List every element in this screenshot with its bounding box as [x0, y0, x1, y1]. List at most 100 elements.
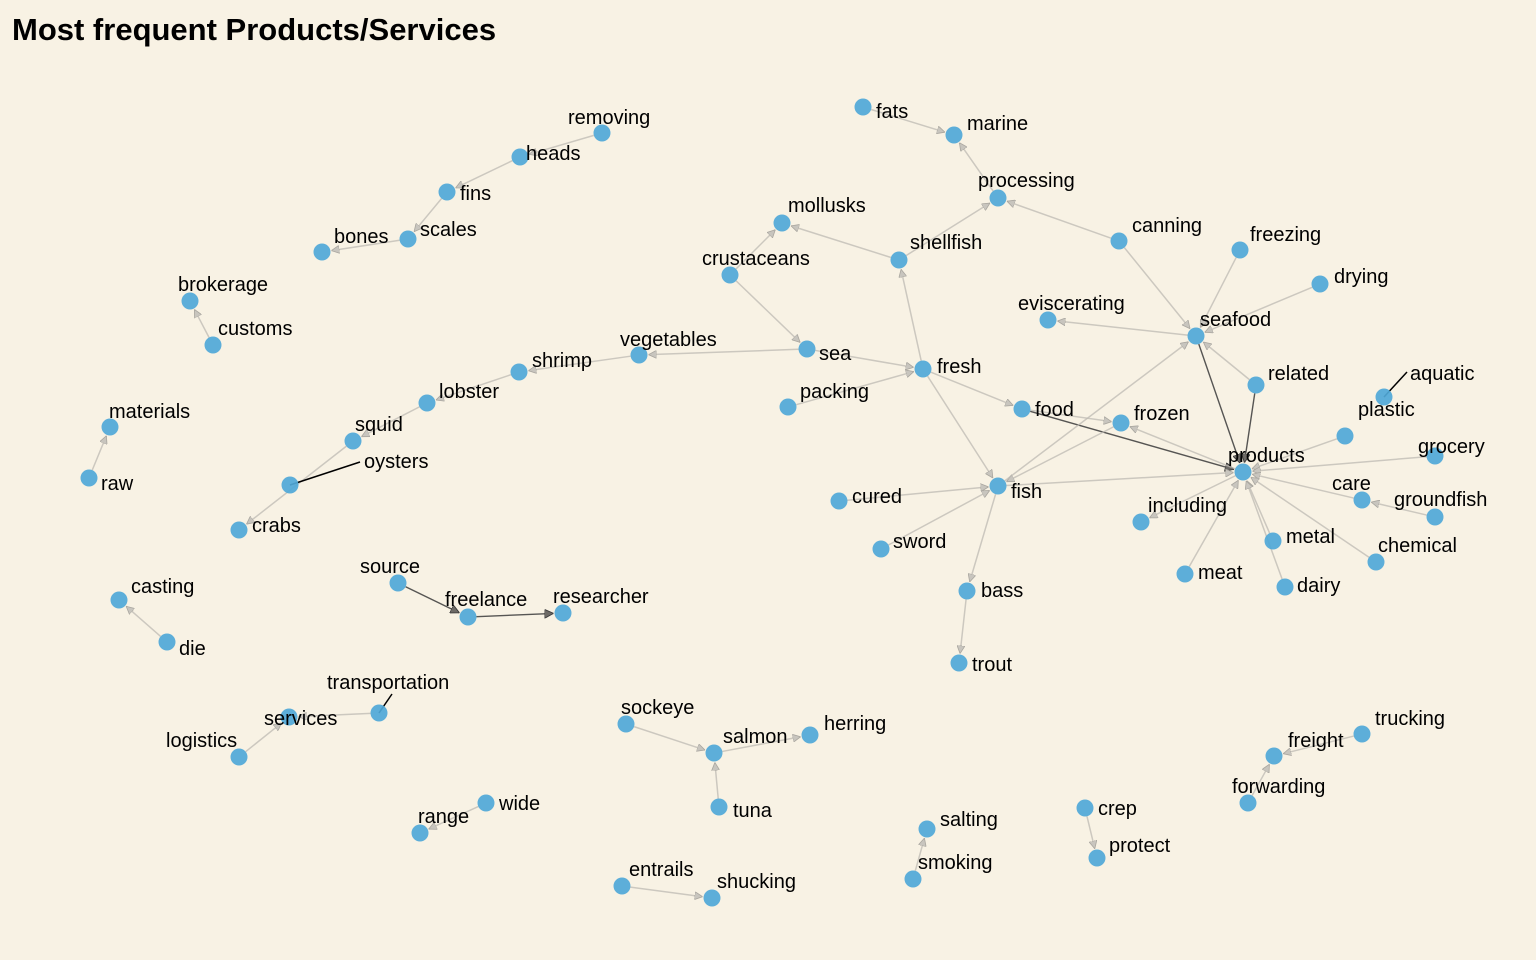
node-mollusks[interactable] [773, 214, 791, 232]
node-lobster[interactable] [418, 394, 436, 412]
node-shrimp[interactable] [510, 363, 528, 381]
node-dairy[interactable] [1276, 578, 1294, 596]
node-bones[interactable] [313, 243, 331, 261]
node-researcher[interactable] [554, 604, 572, 622]
node-fins[interactable] [438, 183, 456, 201]
node-label-crustaceans: crustaceans [702, 248, 810, 270]
node-label-grocery: grocery [1418, 436, 1485, 458]
node-label-herring: herring [824, 713, 886, 735]
node-groundfish[interactable] [1426, 508, 1444, 526]
edge-salmon-to-herring [722, 737, 800, 753]
node-trout[interactable] [950, 654, 968, 672]
node-label-sword: sword [893, 531, 946, 553]
node-label-trout: trout [972, 654, 1012, 676]
node-materials[interactable] [101, 418, 119, 436]
node-label-food: food [1035, 399, 1074, 421]
node-canning[interactable] [1110, 232, 1128, 250]
node-salting[interactable] [918, 820, 936, 838]
node-including[interactable] [1132, 513, 1150, 531]
edge-logistics-to-services [245, 722, 282, 753]
label-leader-oysters [289, 461, 361, 486]
node-fresh[interactable] [914, 360, 932, 378]
node-freight[interactable] [1265, 747, 1283, 765]
node-label-including: including [1148, 495, 1227, 517]
node-shucking[interactable] [703, 889, 721, 907]
node-plastic[interactable] [1336, 427, 1354, 445]
node-vegetables[interactable] [630, 346, 648, 364]
node-label-wide: wide [498, 793, 540, 815]
node-cured[interactable] [830, 492, 848, 510]
node-protect[interactable] [1088, 849, 1106, 867]
node-wide[interactable] [477, 794, 495, 812]
node-shellfish[interactable] [890, 251, 908, 269]
node-packing[interactable] [779, 398, 797, 416]
node-chemical[interactable] [1367, 553, 1385, 571]
node-brokerage[interactable] [181, 292, 199, 310]
node-smoking[interactable] [904, 870, 922, 888]
node-aquatic[interactable] [1375, 388, 1393, 406]
node-transportation[interactable] [370, 704, 388, 722]
node-sockeye[interactable] [617, 715, 635, 733]
node-food[interactable] [1013, 400, 1031, 418]
node-herring[interactable] [801, 726, 819, 744]
node-freezing[interactable] [1231, 241, 1249, 259]
node-forwarding[interactable] [1239, 794, 1257, 812]
node-salmon[interactable] [705, 744, 723, 762]
edge-food-to-products [1029, 410, 1234, 469]
node-label-metal: metal [1286, 526, 1335, 548]
node-range[interactable] [411, 824, 429, 842]
node-frozen[interactable] [1112, 414, 1130, 432]
node-services[interactable] [280, 708, 298, 726]
node-seafood[interactable] [1187, 327, 1205, 345]
node-label-processing: processing [978, 170, 1075, 192]
node-crustaceans[interactable] [721, 266, 739, 284]
node-marine[interactable] [945, 126, 963, 144]
node-label-shucking: shucking [717, 871, 796, 893]
node-crep[interactable] [1076, 799, 1094, 817]
node-die[interactable] [158, 633, 176, 651]
node-casting[interactable] [110, 591, 128, 609]
node-crabs[interactable] [230, 521, 248, 539]
edge-customs-to-brokerage [193, 309, 210, 338]
node-source[interactable] [389, 574, 407, 592]
edge-fish-to-products [1006, 473, 1233, 487]
node-oysters[interactable] [281, 476, 299, 494]
edge-freezing-to-seafood [1199, 257, 1237, 328]
node-entrails[interactable] [613, 877, 631, 895]
edge-related-to-products [1244, 393, 1256, 462]
node-bass[interactable] [958, 582, 976, 600]
node-scales[interactable] [399, 230, 417, 248]
node-sea[interactable] [798, 340, 816, 358]
edges-layer [91, 108, 1427, 896]
node-eviscerating[interactable] [1039, 311, 1057, 329]
node-care[interactable] [1353, 491, 1371, 509]
node-grocery[interactable] [1426, 447, 1444, 465]
node-meat[interactable] [1176, 565, 1194, 583]
node-sword[interactable] [872, 540, 890, 558]
edge-crustaceans-to-mollusks [735, 230, 775, 270]
node-related[interactable] [1247, 376, 1265, 394]
edge-related-to-seafood [1203, 341, 1250, 381]
edge-dairy-to-products [1246, 481, 1283, 580]
node-label-tuna: tuna [733, 800, 773, 822]
node-metal[interactable] [1264, 532, 1282, 550]
node-fish[interactable] [989, 477, 1007, 495]
node-logistics[interactable] [230, 748, 248, 766]
node-drying[interactable] [1311, 275, 1329, 293]
node-fats[interactable] [854, 98, 872, 116]
node-label-crabs: crabs [252, 515, 301, 537]
node-raw[interactable] [80, 469, 98, 487]
node-trucking[interactable] [1353, 725, 1371, 743]
node-processing[interactable] [989, 189, 1007, 207]
node-products[interactable] [1234, 463, 1252, 481]
edge-smoking-to-salting [914, 838, 924, 872]
label-leaders-layer [289, 371, 1408, 714]
edge-seafood-to-eviscerating [1057, 321, 1188, 336]
node-removing[interactable] [593, 124, 611, 142]
node-label-fins: fins [460, 183, 491, 205]
node-heads[interactable] [511, 148, 529, 166]
node-squid[interactable] [344, 432, 362, 450]
node-freelance[interactable] [459, 608, 477, 626]
node-tuna[interactable] [710, 798, 728, 816]
node-customs[interactable] [204, 336, 222, 354]
